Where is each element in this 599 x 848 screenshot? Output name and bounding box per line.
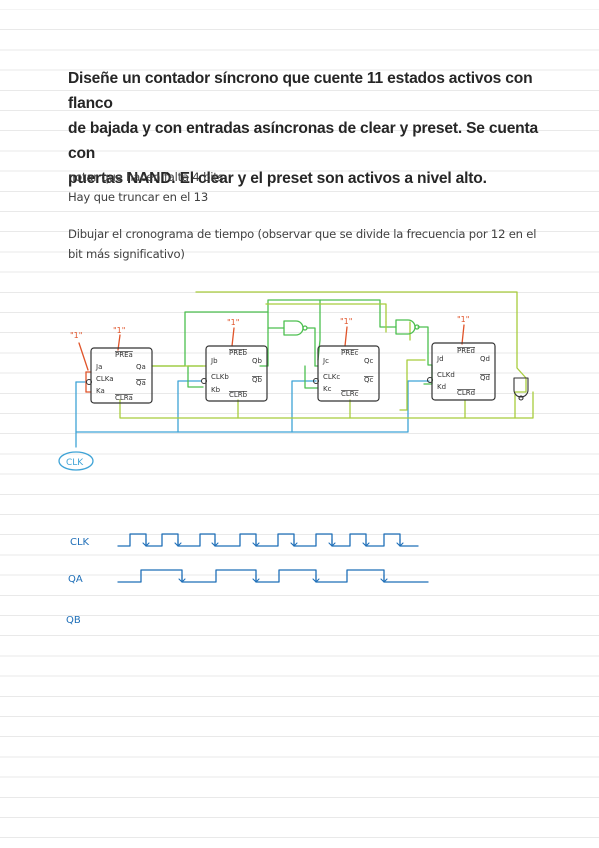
- flipflop-b-clk: CLKb: [211, 373, 229, 381]
- flipflop-c-clock-bubble: [313, 378, 319, 384]
- flipflop-d-pre: PREd: [457, 347, 475, 355]
- output-wires: [119, 291, 534, 419]
- flipflop-b-clr: CLRb: [229, 391, 248, 399]
- flipflop-a-clock-bubble: [86, 379, 92, 385]
- flipflop-d-qn: Qd: [480, 374, 490, 382]
- flipflop-c-q: Qc: [364, 357, 374, 365]
- nand-gate-2: [395, 319, 420, 335]
- flipflop-c-k: Kc: [323, 385, 332, 393]
- flipflop-a-qn: Qa: [136, 379, 146, 387]
- flipflop-d-box: [431, 342, 496, 401]
- flipflop-d-clk: CLKd: [437, 371, 455, 379]
- one-label-b: "1": [227, 318, 239, 327]
- flipflop-a-pre: PREa: [115, 351, 133, 359]
- qa-waveform: [117, 569, 429, 583]
- problem-line-2: de bajada y con entradas asíncronas de c…: [68, 120, 538, 162]
- clk-source-label: CLK: [66, 458, 84, 468]
- feedback-wires: [151, 299, 433, 389]
- note-truncate: Hay que truncar en el 13: [68, 190, 208, 204]
- flipflop-c-clr: CLRc: [341, 390, 359, 398]
- flipflop-d-clock-bubble: [427, 377, 433, 383]
- flipflop-b-qn: Qb: [252, 376, 263, 384]
- flipflop-c-qn: Qc: [364, 376, 374, 384]
- one-label-a-j: "1": [70, 331, 82, 340]
- flipflop-c-box: [317, 345, 380, 402]
- timing-clk-label: CLK: [70, 537, 90, 548]
- one-label-c: "1": [340, 317, 352, 326]
- note-bits: notar que hacen falta 4 bits: [68, 170, 224, 184]
- flipflop-c-clk: CLKc: [323, 373, 340, 381]
- timing-qa-label: QA: [68, 574, 83, 585]
- flipflop-d-clr: CLRd: [457, 389, 475, 397]
- flipflop-a-j: Ja: [95, 363, 102, 371]
- flipflop-a-k: Ka: [96, 387, 105, 395]
- flipflop-b-pre: PREb: [229, 349, 248, 357]
- clk-edge-arrows: [142, 538, 404, 583]
- flipflop-b-k: Kb: [211, 386, 221, 394]
- one-label-d: "1": [457, 315, 469, 324]
- flipflop-b-box: [205, 345, 268, 402]
- flipflop-a-clr: CLRa: [115, 394, 133, 402]
- flipflop-a-q: Qa: [136, 363, 146, 371]
- flipflop-b-clock-bubble: [201, 378, 207, 384]
- flipflop-c-pre: PREc: [341, 349, 359, 357]
- problem-statement: Diseñe un contador síncrono que cuente 1…: [68, 66, 568, 191]
- flipflop-a-box: [90, 347, 153, 404]
- timing-qb-label: QB: [66, 615, 81, 626]
- problem-line-3: puertas NAND. El clear y el preset son a…: [68, 170, 487, 187]
- flipflop-a-clk: CLKa: [96, 375, 114, 383]
- flipflop-b-j: Jb: [210, 357, 218, 365]
- problem-line-1: Diseñe un contador síncrono que cuente 1…: [68, 70, 533, 112]
- clk-source-oval: [58, 451, 94, 471]
- flipflop-d-k: Kd: [437, 383, 446, 391]
- nand-gate-1: [283, 320, 308, 336]
- flipflop-c-j: Jc: [322, 357, 329, 365]
- note-chronogram-line-1: Dibujar el cronograma de tiempo (observa…: [68, 227, 537, 241]
- clk-wire: [75, 380, 430, 448]
- note-chronogram-line-2: bit más significativo): [68, 247, 185, 261]
- nand-gate-3: [513, 377, 529, 401]
- flipflop-b-q: Qb: [252, 357, 263, 365]
- flipflop-d-j: Jd: [436, 355, 444, 363]
- flipflop-d-q: Qd: [480, 355, 490, 363]
- one-label-a-pre: "1": [113, 326, 125, 335]
- clk-waveform: [117, 533, 419, 547]
